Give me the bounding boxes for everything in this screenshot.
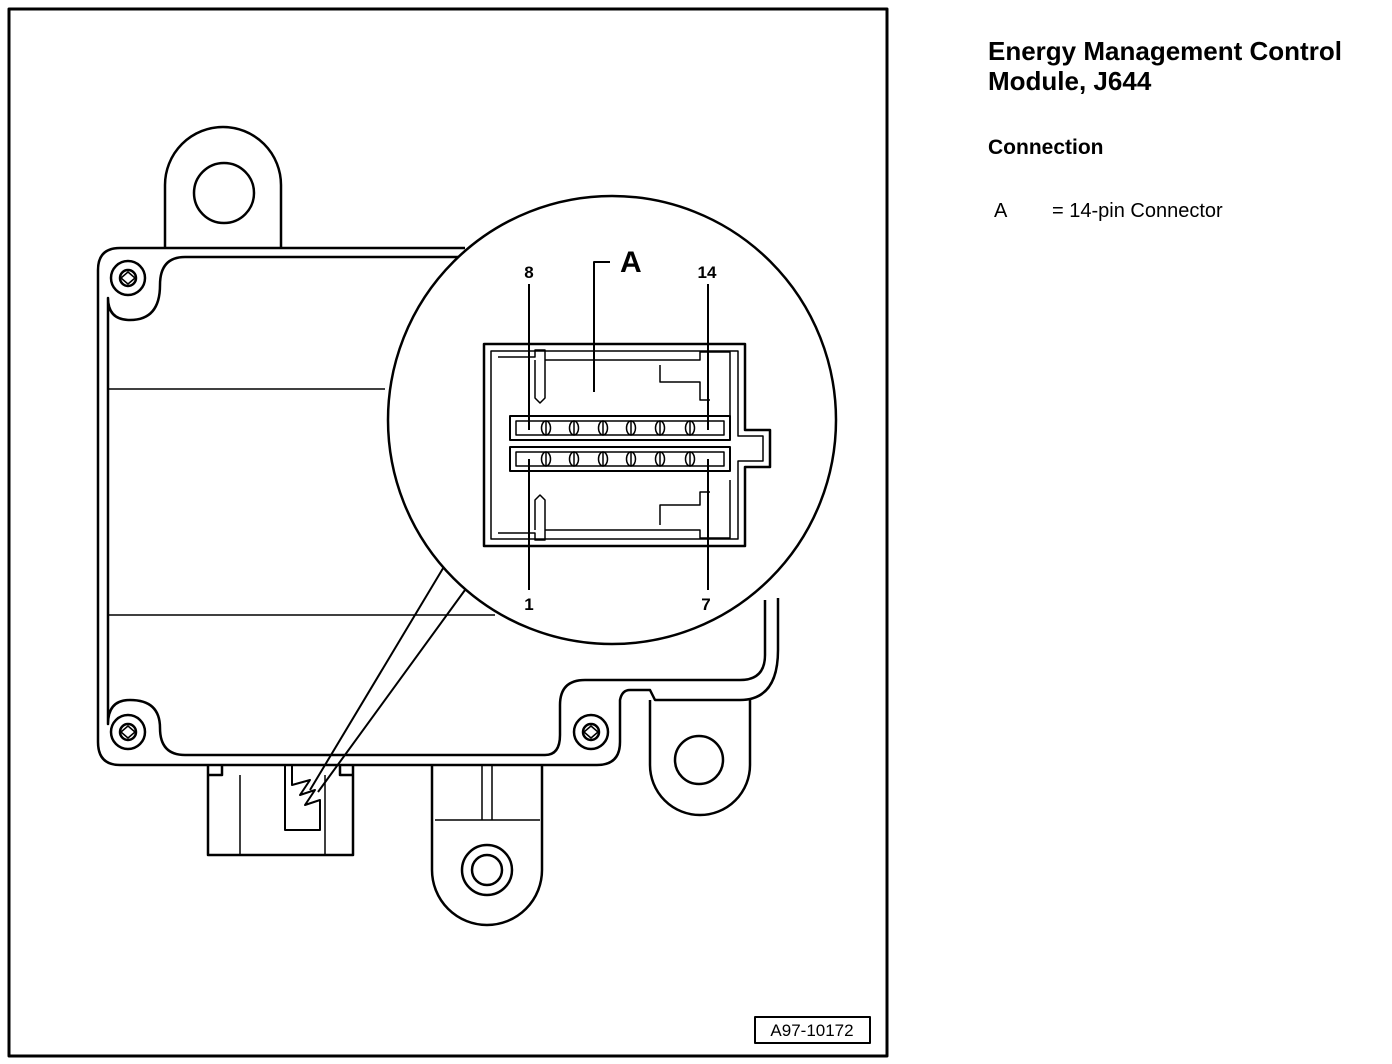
document-title: Energy Management Control Module, J644 <box>988 36 1342 96</box>
screw-icon <box>109 713 147 751</box>
legend-item: A = 14-pin Connector <box>994 200 1223 223</box>
module-housing <box>96 125 780 927</box>
detail-pointer <box>309 564 466 793</box>
pin-label-7: 7 <box>701 595 710 614</box>
figure-frame <box>7 7 889 1058</box>
detail-magnifier: A 8 14 1 7 <box>386 194 838 646</box>
callout-label-a: A <box>620 246 642 279</box>
screw-icon <box>109 259 147 297</box>
pin-label-1: 1 <box>524 595 533 614</box>
legend-key: A <box>994 200 1008 222</box>
pin-label-14: 14 <box>698 263 717 282</box>
pin-leader-lines <box>528 261 709 590</box>
legend: A = 14-pin Connector <box>994 200 1223 223</box>
figure-id-box: A97-10172 <box>754 1016 871 1044</box>
connector-housing-plug <box>206 765 355 857</box>
screw-icon <box>572 713 610 751</box>
module-diagram: A 8 14 1 7 A97-10172 <box>7 7 889 1058</box>
pin-row-bottom <box>540 451 696 467</box>
legend-description: = 14-pin Connector <box>1052 200 1223 222</box>
connector-a <box>482 342 772 548</box>
pin-row-top <box>540 420 696 436</box>
section-heading: Connection <box>988 136 1104 159</box>
pin-label-8: 8 <box>524 263 533 282</box>
figure-id: A97-10172 <box>770 1021 853 1040</box>
